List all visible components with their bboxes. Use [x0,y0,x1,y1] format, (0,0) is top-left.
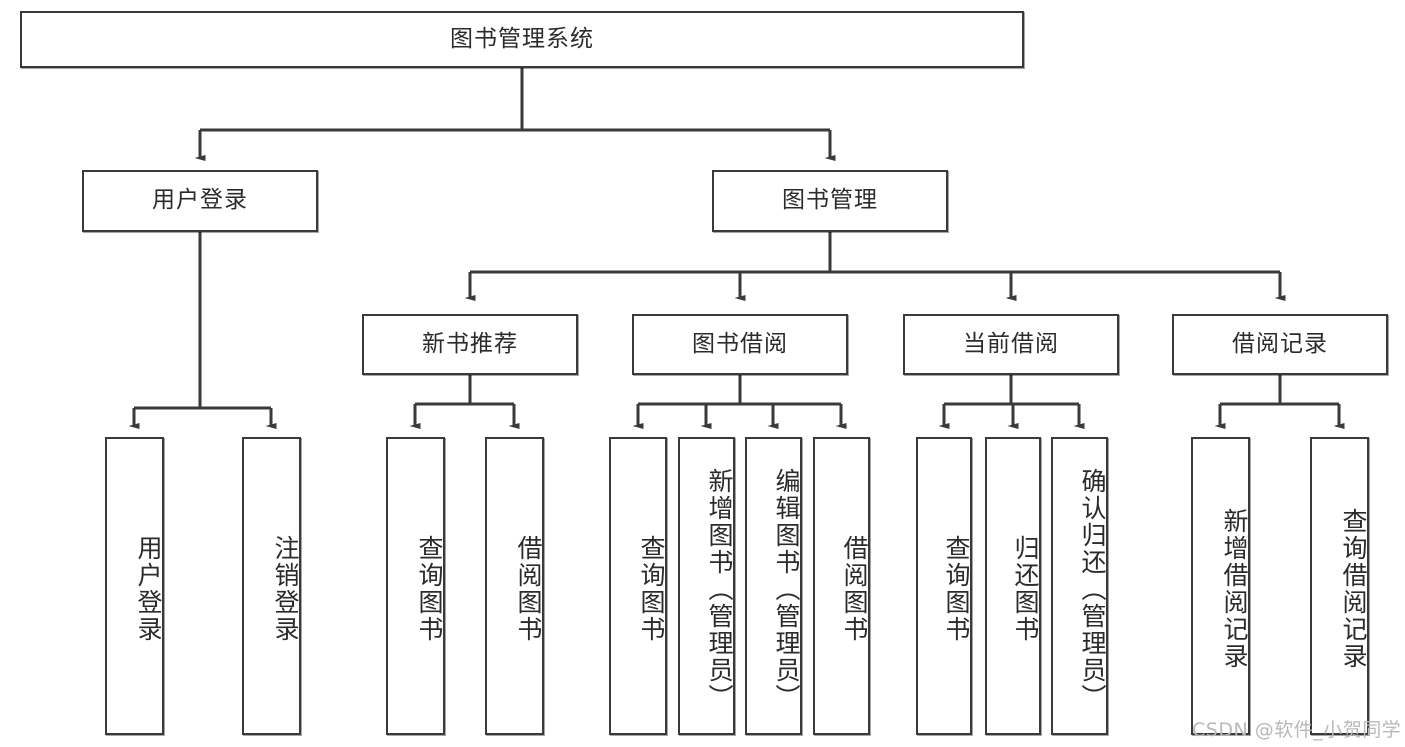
node-root-system[interactable]: 图书管理系统 [20,11,1024,68]
node-book-borrow[interactable]: 图书借阅 [632,314,848,375]
leaf-borrow-lend-book[interactable]: 借阅图书 [813,437,870,735]
leaf-current-query-book[interactable]: 查询图书 [916,437,972,735]
node-book-management[interactable]: 图书管理 [712,170,948,232]
leaf-current-return-book[interactable]: 归还图书 [985,437,1041,735]
leaf-label: 编辑图书（管理员） [772,467,801,711]
leaf-recommend-borrow-book[interactable]: 借阅图书 [485,437,544,735]
node-current-borrow[interactable]: 当前借阅 [903,314,1119,375]
leaf-user-logout[interactable]: 注销登录 [242,437,301,735]
node-new-book-recommend[interactable]: 新书推荐 [362,314,578,375]
leaf-label: 查询图书 [942,535,971,643]
leaf-user-login[interactable]: 用户登录 [105,437,164,735]
leaf-label: 查询借阅记录 [1339,508,1368,670]
leaf-label: 查询图书 [415,535,444,643]
leaf-label: 注销登录 [271,535,300,643]
leaf-borrow-edit-book-admin[interactable]: 编辑图书（管理员） [745,437,802,735]
leaf-label: 归还图书 [1011,535,1040,643]
leaf-borrow-add-book-admin[interactable]: 新增图书（管理员） [678,437,735,735]
leaf-record-add-borrow-record[interactable]: 新增借阅记录 [1191,437,1250,735]
node-borrow-record[interactable]: 借阅记录 [1172,314,1388,375]
leaf-label: 查询图书 [637,535,666,643]
leaf-label: 新增借阅记录 [1220,508,1249,670]
leaf-label: 用户登录 [134,535,163,643]
leaf-borrow-query-book[interactable]: 查询图书 [609,437,667,735]
leaf-recommend-query-book[interactable]: 查询图书 [386,437,445,735]
csdn-watermark: CSDN @软件_小贺同学 [1192,719,1402,741]
leaf-current-confirm-return-admin[interactable]: 确认归还（管理员） [1051,437,1108,735]
node-user-login[interactable]: 用户登录 [82,170,318,232]
leaf-label: 借阅图书 [840,535,869,643]
leaf-record-query-borrow-record[interactable]: 查询借阅记录 [1310,437,1369,735]
leaf-label: 新增图书（管理员） [705,467,734,711]
leaf-label: 确认归还（管理员） [1078,467,1107,711]
leaf-label: 借阅图书 [514,535,543,643]
